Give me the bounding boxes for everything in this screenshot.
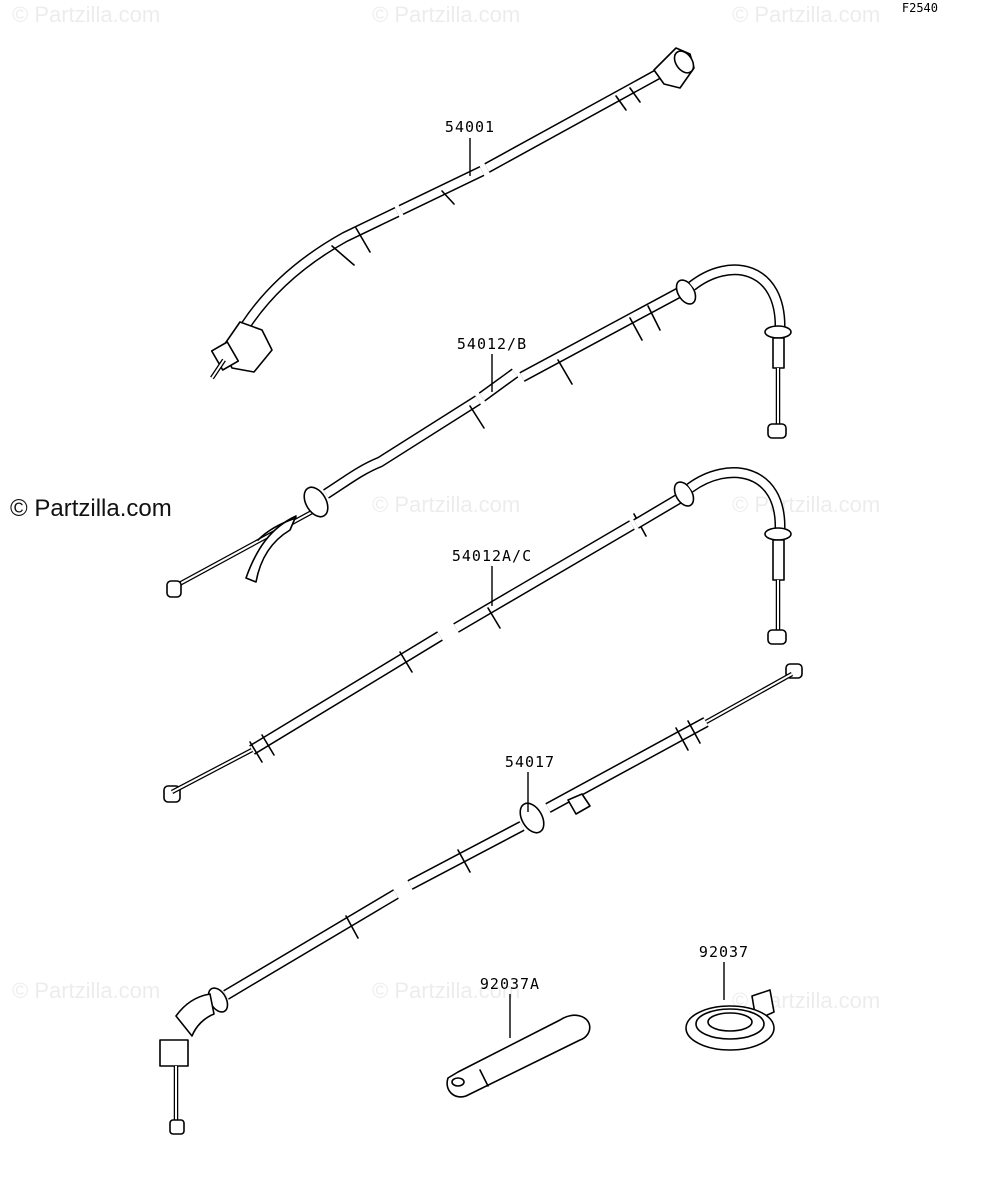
leader-lines [469,138,725,1038]
part-label-54012ac: 54012A/C [452,547,532,565]
watermark-mid-center: © Partzilla.com [372,492,520,517]
part-label-92037: 92037 [699,943,749,961]
part-54017-cable [159,663,803,1135]
part-54001-cable [210,47,695,380]
part-label-54017: 54017 [505,753,555,771]
watermark-top-right: © Partzilla.com [732,2,880,27]
watermark-mid-right: © Partzilla.com [732,492,880,517]
watermark-bottom-left: © Partzilla.com [12,978,160,1003]
part-92037-clamp [685,989,775,1051]
part-labels: 54001 54012/B 54012A/C 54017 92037A 9203… [445,118,749,993]
figure-code: F2540 [902,1,938,15]
watermark-top-left: © Partzilla.com [12,2,160,27]
part-54012b-cable [166,264,792,598]
part-54012ac-cable [163,467,792,803]
part-label-92037a: 92037A [480,975,540,993]
brand-watermark: © Partzilla.com [10,495,172,522]
part-label-54012b: 54012/B [457,335,527,353]
part-label-54001: 54001 [445,118,495,136]
watermark-top-center: © Partzilla.com [372,2,520,27]
part-92037a-clamp [446,1014,591,1098]
watermark-bottom-center: © Partzilla.com [372,978,520,1003]
